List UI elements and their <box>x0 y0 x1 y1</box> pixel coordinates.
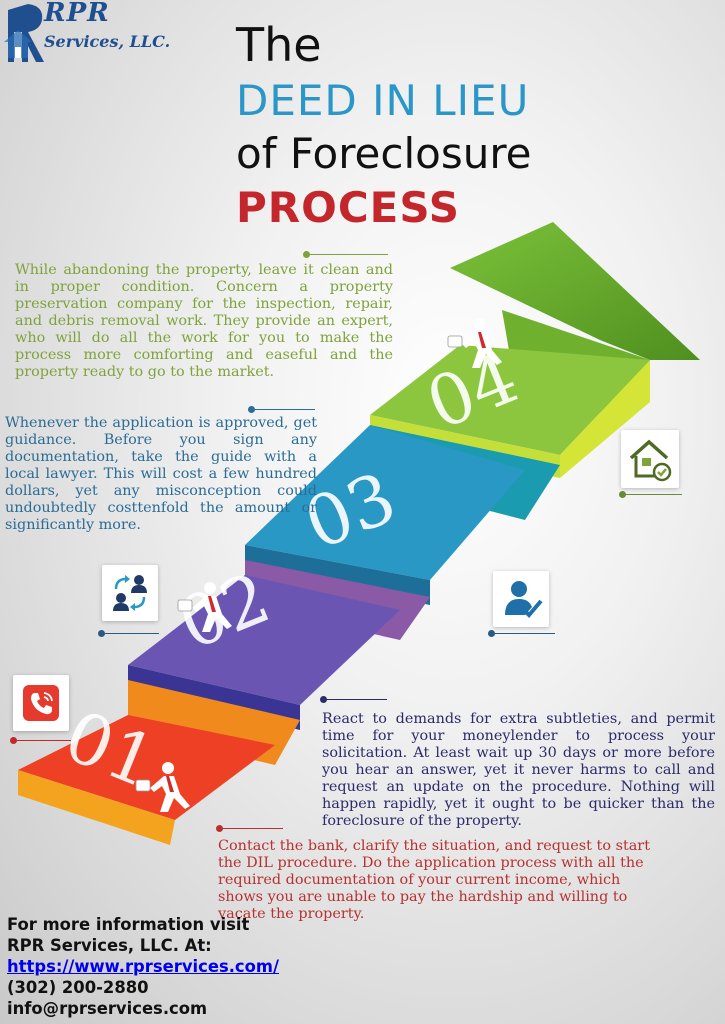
title-line-3: of Foreclosure <box>236 129 532 178</box>
step-2-top <box>128 575 400 705</box>
logo-house-icon <box>4 4 44 62</box>
house-check-card <box>621 430 679 488</box>
people-exchange-icon <box>113 575 147 611</box>
step-3-top <box>245 425 525 580</box>
connector-line <box>622 494 682 495</box>
logo-subtitle: Services, LLC. <box>44 32 171 51</box>
connector-line <box>323 699 387 700</box>
contact-line-2: RPR Services, LLC. At: <box>7 936 212 955</box>
logo-title: RPR <box>44 0 110 28</box>
step-3-description: Whenever the application is approved, ge… <box>5 415 317 533</box>
connector-line <box>13 740 71 741</box>
step-1-description: Contact the bank, clarify the situation,… <box>218 838 650 922</box>
contact-block: For more information visit RPR Services,… <box>7 914 279 1019</box>
step-4-description: While abandoning the property, leave it … <box>15 262 393 380</box>
arrow-head <box>450 222 700 360</box>
contact-email: info@rprservices.com <box>7 999 208 1018</box>
step-4-top <box>370 345 650 455</box>
title-line-2: DEED IN LIEU <box>236 76 530 125</box>
title-line-4: PROCESS <box>236 183 460 232</box>
connector-line <box>251 409 315 410</box>
house-check-icon <box>629 439 672 482</box>
connector-line <box>306 254 388 255</box>
step-2-description: React to demands for extra subtleties, a… <box>322 711 715 829</box>
title-line-1: The <box>236 18 322 72</box>
connector-line <box>491 633 555 634</box>
website-link[interactable]: https://www.rprservices.com/ <box>7 957 279 976</box>
phone-card <box>13 675 69 731</box>
connector-line <box>219 828 283 829</box>
contact-line-1: For more information visit <box>7 915 250 934</box>
step-1-top <box>18 715 275 820</box>
people-exchange-card <box>102 565 158 621</box>
step-4-side <box>560 360 650 478</box>
user-check-icon <box>505 581 543 618</box>
phone-icon <box>23 685 59 721</box>
connector-line <box>101 633 159 634</box>
company-logo: RPR Services, LLC. <box>4 0 170 64</box>
user-check-card <box>493 571 549 627</box>
contact-phone: (302) 200-2880 <box>7 978 149 997</box>
step-1-riser <box>18 770 175 845</box>
